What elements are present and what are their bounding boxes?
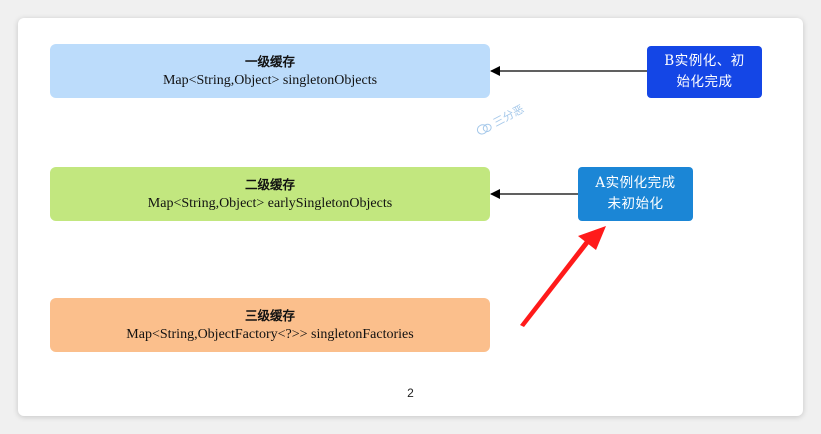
level2-cache-box: 二级缓存 Map<String,Object> earlySingletonOb… bbox=[50, 167, 490, 221]
level1-cache-box: 一级缓存 Map<String,Object> singletonObjects bbox=[50, 44, 490, 98]
bean-a-status-line1: A实例化完成 bbox=[595, 175, 676, 191]
page-number: 2 bbox=[407, 386, 414, 400]
bean-b-status-line2: 始化完成 bbox=[676, 74, 733, 90]
level3-cache-field: Map<String,ObjectFactory<?>> singletonFa… bbox=[126, 327, 414, 342]
bean-a-status-tag: A实例化完成 未初始化 bbox=[578, 167, 693, 221]
level1-cache-title: 一级缓存 bbox=[244, 54, 295, 69]
bean-a-status-line2: 未初始化 bbox=[607, 196, 664, 212]
level3-cache-title: 三级缓存 bbox=[244, 308, 295, 323]
level3-cache-box: 三级缓存 Map<String,ObjectFactory<?>> single… bbox=[50, 298, 490, 352]
watermark: 三分恶 bbox=[473, 101, 526, 140]
chat-bubble-icon bbox=[476, 123, 492, 135]
red-arrow bbox=[520, 226, 606, 327]
level2-cache-title: 二级缓存 bbox=[244, 177, 295, 192]
level2-cache-field: Map<String,Object> earlySingletonObjects bbox=[147, 196, 393, 211]
bean-b-status-tag: B实例化、初 始化完成 bbox=[647, 46, 762, 98]
bean-b-status-line1: B实例化、初 bbox=[664, 53, 745, 69]
level1-cache-field: Map<String,Object> singletonObjects bbox=[162, 73, 378, 88]
